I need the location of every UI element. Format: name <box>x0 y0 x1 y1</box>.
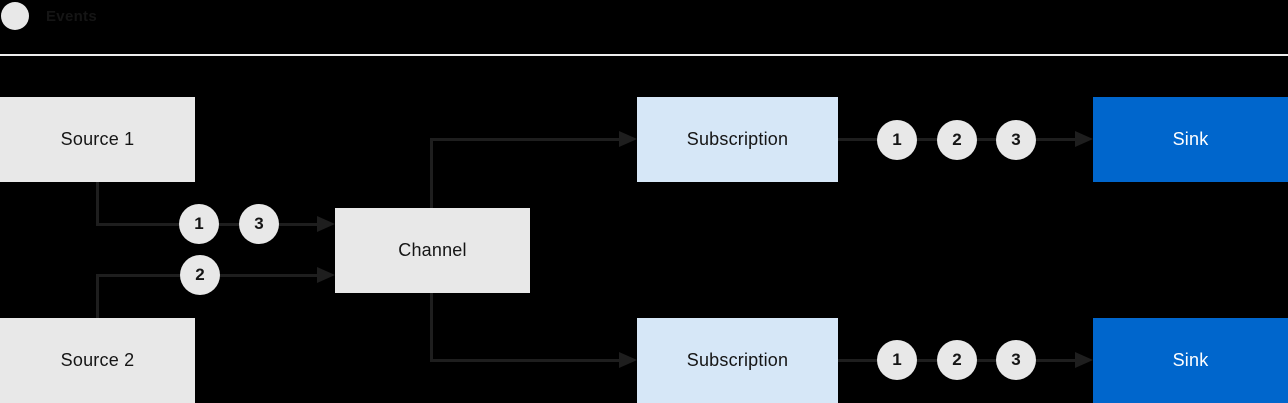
node-subscription-1-label: Subscription <box>686 129 789 149</box>
node-source-2: Source 2 <box>0 318 195 403</box>
event-circle-icon <box>1 2 29 30</box>
connector-channel-to-subscription2 <box>430 359 619 362</box>
event-marker-circle: 2 <box>937 340 977 380</box>
node-sink-1: Sink <box>1093 97 1288 182</box>
node-channel: Channel <box>335 208 530 293</box>
connector-source2-up <box>96 274 99 318</box>
connector-channel-down <box>430 293 433 361</box>
node-source-2-label: Source 2 <box>60 350 135 370</box>
arrowhead-into-subscription2 <box>619 352 637 368</box>
event-marker-circle: 3 <box>996 340 1036 380</box>
node-sink-2-label: Sink <box>1172 350 1209 370</box>
legend: Events <box>1 2 97 30</box>
connector-source1-down <box>96 181 99 226</box>
event-marker-circle: 1 <box>877 340 917 380</box>
node-subscription-1: Subscription <box>637 97 838 182</box>
arrowhead-into-subscription1 <box>619 131 637 147</box>
event-marker-circle: 2 <box>180 255 220 295</box>
header-divider <box>0 54 1288 56</box>
node-sink-1-label: Sink <box>1172 129 1209 149</box>
node-channel-label: Channel <box>398 240 467 260</box>
arrowhead-into-channel-top <box>317 216 335 232</box>
event-marker-circle: 3 <box>239 204 279 244</box>
connector-channel-to-subscription1 <box>430 138 619 141</box>
event-marker-circle: 2 <box>937 120 977 160</box>
node-sink-2: Sink <box>1093 318 1288 403</box>
event-marker-circle: 1 <box>179 204 219 244</box>
arrowhead-into-sink2 <box>1075 352 1093 368</box>
node-subscription-2: Subscription <box>637 318 838 403</box>
node-subscription-2-label: Subscription <box>686 350 789 370</box>
node-source-1-label: Source 1 <box>60 129 135 149</box>
event-marker-circle: 3 <box>996 120 1036 160</box>
arrowhead-into-channel-bottom <box>317 267 335 283</box>
event-marker-circle: 1 <box>877 120 917 160</box>
connector-channel-up <box>430 140 433 208</box>
legend-label: Events <box>46 7 97 25</box>
node-source-1: Source 1 <box>0 97 195 182</box>
arrowhead-into-sink1 <box>1075 131 1093 147</box>
